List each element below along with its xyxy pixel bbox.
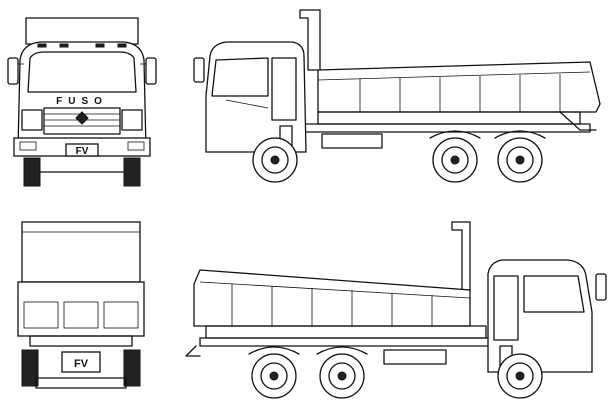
front-view-left-headlight — [21, 109, 43, 131]
front-view: FUSO FV — [7, 17, 157, 187]
right-side-window — [523, 275, 585, 313]
front-view-emblem — [75, 111, 89, 125]
rear-view-badge-text: FV — [74, 358, 89, 370]
left-side-fender-1 — [429, 130, 481, 139]
left-side-chassis-rail — [299, 123, 591, 133]
left-side-view — [193, 9, 601, 183]
front-view-left-mirror — [7, 57, 19, 85]
left-side-front-wheel — [252, 137, 298, 183]
right-side-rear-wheel-2 — [319, 353, 365, 399]
left-side-subframe — [317, 111, 581, 125]
right-side-mirror — [595, 273, 607, 301]
rear-view-tailgate-panels — [23, 301, 139, 329]
front-view-brand-text: FUSO — [56, 96, 108, 107]
front-view-roof-lamps — [37, 43, 127, 48]
left-side-bed-ribs — [359, 74, 561, 112]
front-view-windshield — [27, 51, 137, 93]
right-side-fender-1 — [248, 346, 300, 355]
front-view-right-mirror — [145, 57, 157, 85]
right-side-subframe — [205, 325, 487, 339]
rear-view-plate — [61, 351, 101, 373]
front-view-dump-body — [25, 17, 139, 45]
left-side-dump-bed — [317, 61, 601, 113]
right-side-fuel-tank — [383, 349, 447, 365]
left-side-window — [211, 57, 269, 97]
right-side-view — [185, 221, 607, 399]
right-side-door — [493, 275, 519, 341]
left-side-fender-2 — [494, 130, 546, 139]
right-side-bed-ribs — [231, 284, 433, 326]
front-view-badge-text: FV — [76, 146, 89, 157]
left-side-mirror — [193, 57, 205, 83]
left-side-tailgate-hinge — [559, 111, 597, 131]
rear-view-bumper — [35, 377, 127, 389]
rear-view: FV — [17, 221, 145, 389]
front-view-grille — [43, 107, 121, 135]
right-side-cab — [487, 259, 593, 373]
front-view-cab — [17, 41, 147, 151]
front-view-right-tire — [123, 157, 141, 187]
rear-view-right-tires — [123, 349, 141, 387]
left-side-rear-wheel-2 — [497, 137, 543, 183]
right-side-dump-bed — [193, 269, 471, 327]
right-side-headboard — [451, 221, 471, 291]
left-side-fuel-tank — [321, 133, 383, 149]
right-side-chassis-rail — [199, 337, 497, 347]
right-side-rear-wheel-1 — [251, 353, 297, 399]
right-side-fender-2 — [316, 346, 368, 355]
rear-view-frame — [29, 335, 133, 347]
front-view-badge-plate — [65, 143, 99, 157]
front-view-right-headlight — [121, 109, 143, 131]
left-side-cab — [205, 41, 307, 153]
rear-view-headboard — [21, 221, 141, 283]
rear-view-left-tires — [21, 349, 39, 387]
right-side-tailgate-hinge — [185, 345, 201, 357]
left-side-rear-wheel-1 — [432, 137, 478, 183]
left-side-headboard — [299, 9, 321, 71]
right-side-front-wheel — [497, 353, 543, 399]
front-view-left-tire — [23, 157, 41, 187]
left-side-door — [271, 57, 297, 121]
rear-view-tailgate — [17, 281, 145, 337]
